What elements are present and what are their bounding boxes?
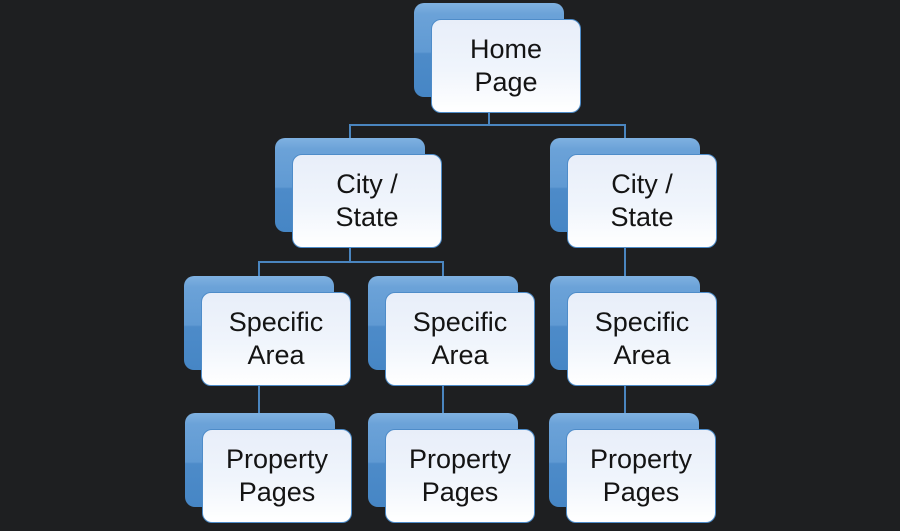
node-specific-area-middle: Specific Area [368, 276, 536, 388]
node-label: City / State [610, 169, 674, 232]
node-label: Specific Area [412, 307, 508, 370]
node-card: City / State [292, 154, 442, 248]
node-label: Specific Area [594, 307, 690, 370]
node-card: Property Pages [385, 429, 535, 523]
node-city-state-left: City / State [275, 138, 443, 250]
node-specific-area-right: Specific Area [550, 276, 718, 388]
node-label: Property Pages [225, 444, 329, 507]
node-property-pages-left: Property Pages [185, 413, 353, 525]
node-card: Property Pages [202, 429, 352, 523]
node-card: Specific Area [385, 292, 535, 386]
node-label: Property Pages [589, 444, 693, 507]
node-label: Property Pages [408, 444, 512, 507]
node-property-pages-right: Property Pages [549, 413, 717, 525]
node-city-state-right: City / State [550, 138, 718, 250]
node-home-page: Home Page [414, 3, 582, 115]
node-label: City / State [335, 169, 399, 232]
node-card: Specific Area [201, 292, 351, 386]
node-specific-area-left: Specific Area [184, 276, 352, 388]
node-property-pages-middle: Property Pages [368, 413, 536, 525]
node-card: Property Pages [566, 429, 716, 523]
node-card: Home Page [431, 19, 581, 113]
node-label: Specific Area [228, 307, 324, 370]
node-label: Home Page [469, 34, 543, 97]
node-card: City / State [567, 154, 717, 248]
node-card: Specific Area [567, 292, 717, 386]
